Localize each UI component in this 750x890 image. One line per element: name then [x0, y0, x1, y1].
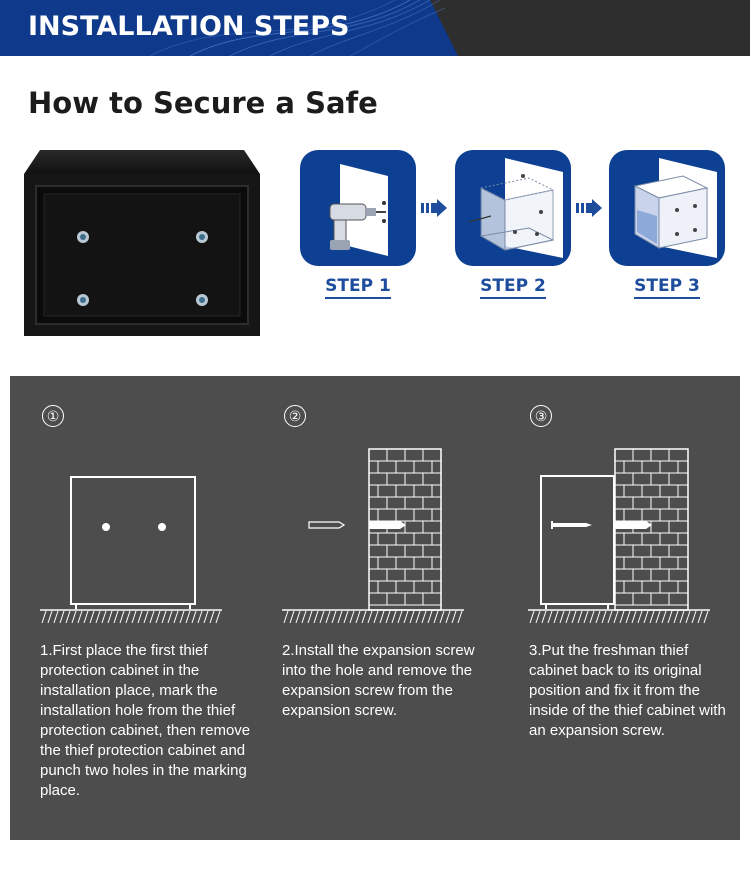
step-1-description: 1.First place the first thief protection…	[40, 642, 251, 799]
step-2-description: 2.Install the expansion screw into the h…	[282, 642, 475, 719]
arrow-right-icon	[576, 199, 602, 217]
banner-title: INSTALLATION STEPS	[28, 11, 350, 42]
drill-icon	[329, 164, 388, 256]
step-3-label: STEP 3	[609, 276, 725, 299]
arrow-right-icon	[421, 199, 447, 217]
step-number-1: ①	[42, 405, 64, 427]
step-1-label: STEP 1	[300, 276, 416, 299]
step-2-label: STEP 2	[455, 276, 571, 299]
safe-illustration	[24, 150, 260, 336]
header-banner: INSTALLATION STEPS	[0, 0, 750, 56]
step-number-3: ③	[530, 405, 552, 427]
diagram-expansion-screw	[282, 448, 464, 624]
cabinet-mounted-icon	[633, 158, 717, 258]
page-title: How to Secure a Safe	[28, 86, 378, 120]
diagram-fix-cabinet	[528, 448, 710, 624]
step-2-card	[455, 150, 571, 266]
step-3-card	[609, 150, 725, 266]
step-1-card	[300, 150, 416, 266]
diagram-mark-holes	[40, 476, 222, 624]
banner-decoration	[0, 0, 458, 56]
step-number-2: ②	[284, 405, 306, 427]
step-3-description: 3.Put the freshman thief cabinet back to…	[529, 642, 726, 739]
cabinet-wall-icon	[468, 158, 563, 258]
